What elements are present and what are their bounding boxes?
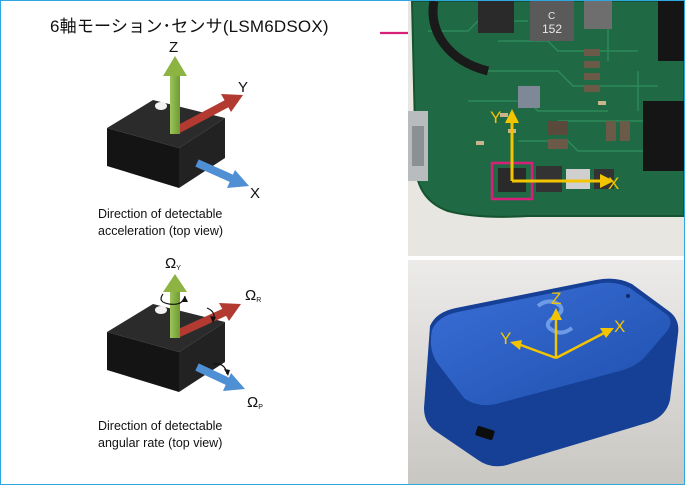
- angular-rate-diagram: ΩY ΩR ΩP: [107, 255, 263, 411]
- z-axis-label: Z: [169, 40, 178, 56]
- pitch-rate-arrow: [195, 363, 245, 391]
- yaw-rate-arrow: [160, 274, 188, 338]
- roll-rate-arrow: [175, 303, 241, 338]
- x-axis-label: X: [250, 185, 260, 202]
- pitch-rate-label: ΩP: [247, 394, 263, 411]
- gyro-pin1-marker: [155, 306, 167, 314]
- y-axis-arrow: [175, 94, 243, 134]
- roll-rate-label: ΩR: [245, 287, 261, 304]
- pcb-axis-y-label: Y: [490, 108, 501, 127]
- acceleration-diagram: Z Y X: [107, 40, 260, 202]
- x-axis-arrow: [195, 159, 249, 188]
- y-axis-label: Y: [238, 79, 248, 96]
- gyro-cube-left: [107, 332, 179, 392]
- sensor-cube-right: [179, 118, 225, 188]
- gyro-cube-right: [179, 322, 225, 392]
- sensor-cube-top: [107, 100, 225, 148]
- yaw-rate-label: ΩY: [165, 255, 181, 272]
- svg-text:C: C: [548, 11, 555, 22]
- pcb-axis-arrows: [510, 119, 604, 183]
- angular-rate-caption: Direction of detectable angular rate (to…: [98, 419, 223, 450]
- pcb-axis-x-label: X: [608, 174, 619, 193]
- slide-title: 6軸モーション･センサ(LSM6DSOX): [50, 17, 329, 36]
- device-case-photo: Z X Y: [408, 260, 684, 484]
- case-axis-x-label: X: [614, 317, 625, 336]
- case-axis-arrows: [517, 316, 607, 360]
- gyro-cube-top: [107, 304, 225, 352]
- case-axis-y-label: Y: [500, 329, 511, 348]
- pin1-marker: [155, 102, 167, 110]
- svg-text:152: 152: [542, 22, 562, 36]
- pcb-photo: C 152: [408, 1, 684, 256]
- acceleration-caption: Direction of detectable acceleration (to…: [98, 207, 224, 238]
- z-axis-arrow: [163, 56, 187, 134]
- sensor-cube-left: [107, 128, 179, 188]
- case-axis-z-label: Z: [551, 289, 561, 308]
